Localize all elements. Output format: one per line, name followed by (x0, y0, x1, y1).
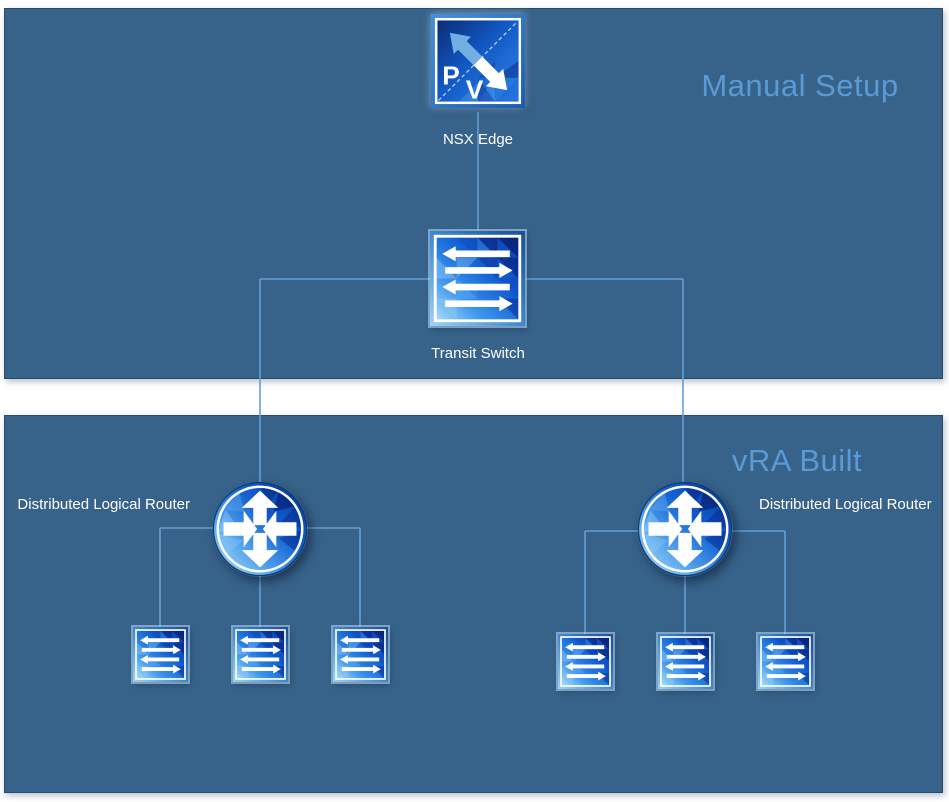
logical-switch-icon (133, 627, 188, 682)
manual-setup-title: Manual Setup (701, 68, 899, 103)
right-switch-node-3 (758, 634, 813, 689)
dlr-left-label: Distributed Logical Router (17, 496, 190, 513)
logical-router-icon (637, 481, 733, 577)
dlr-right-node (637, 481, 733, 577)
logical-router-icon (212, 481, 308, 577)
transit-switch-node (430, 231, 525, 326)
right-switch-node-1 (558, 634, 613, 689)
logical-switch-icon (558, 634, 613, 689)
logical-switch-icon (758, 634, 813, 689)
dlr-left-node (212, 481, 308, 577)
nsx-edge-label: NSX Edge (442, 131, 514, 148)
logical-switch-icon (233, 627, 288, 682)
nsx-edge-node (431, 14, 525, 108)
logical-switch-icon (658, 634, 713, 689)
right-switch-node-2 (658, 634, 713, 689)
left-switch-node-2 (233, 627, 288, 682)
transit-switch-label: Transit Switch (431, 345, 525, 362)
left-switch-node-3 (333, 627, 388, 682)
logical-switch-icon (430, 231, 525, 326)
logical-switch-icon (333, 627, 388, 682)
dlr-right-label: Distributed Logical Router (759, 496, 932, 513)
vra-built-title: vRA Built (731, 443, 863, 478)
left-switch-node-1 (133, 627, 188, 682)
nsx-edge-icon (431, 14, 525, 108)
